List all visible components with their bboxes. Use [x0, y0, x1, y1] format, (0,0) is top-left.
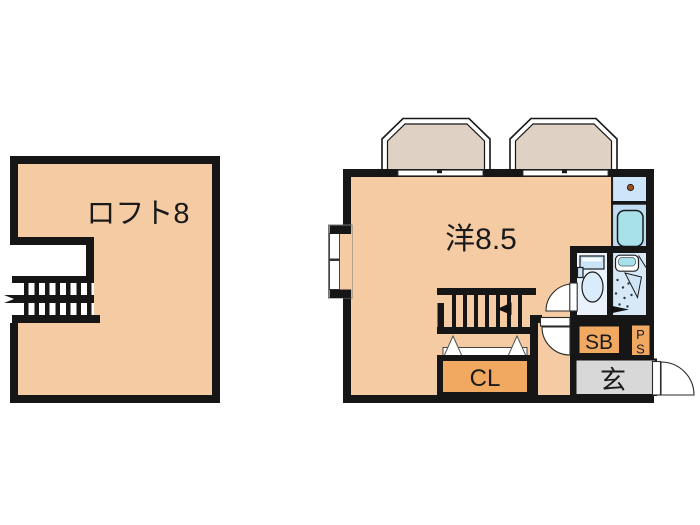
loft-ladder-icon — [437, 288, 536, 334]
shoe-box-label: SB — [585, 331, 613, 354]
wall-window-1 — [397, 169, 484, 177]
entrance-label: 玄 — [600, 365, 626, 395]
main-room-label: 洋8.5 — [445, 223, 517, 256]
loft-room-label: ロフト8 — [86, 198, 189, 230]
closet — [437, 334, 533, 398]
wall-window-2 — [522, 169, 609, 177]
entrance-area — [574, 358, 657, 396]
kitchen — [611, 177, 646, 253]
pipe-space-label-p: P — [636, 327, 645, 342]
shower-spray-icon — [614, 278, 633, 308]
closet-label: CL — [470, 365, 501, 392]
bathroom — [610, 253, 647, 315]
shoe-box — [579, 326, 619, 353]
entrance-door-arc — [660, 361, 695, 396]
pipe-space — [632, 325, 650, 355]
corridor-door-leaf — [539, 316, 571, 327]
bath-door-arrow-icon — [610, 305, 629, 314]
loft-unit: ロフト8 — [2, 156, 220, 403]
loft-stairs-icon — [4, 276, 100, 323]
shower-mirror-icon — [624, 272, 643, 300]
entrance-door-leaf — [651, 360, 662, 396]
kitchen-sink-icon — [616, 209, 644, 248]
bay-window-2 — [509, 117, 618, 178]
corridor-door-arc — [541, 326, 571, 356]
bay-window-1 — [381, 117, 491, 178]
washbasin-icon — [614, 254, 640, 272]
ladder-marker-icon — [497, 302, 512, 315]
main-unit: 洋8.5 CL SB P S 玄 — [328, 117, 695, 403]
stove-burner-icon — [626, 183, 635, 192]
pipe-space-label-s: S — [636, 342, 645, 357]
side-window — [328, 224, 353, 299]
toilet-icon — [576, 255, 605, 303]
toilet-door-leaf — [569, 282, 578, 312]
toilet-room — [570, 246, 614, 322]
